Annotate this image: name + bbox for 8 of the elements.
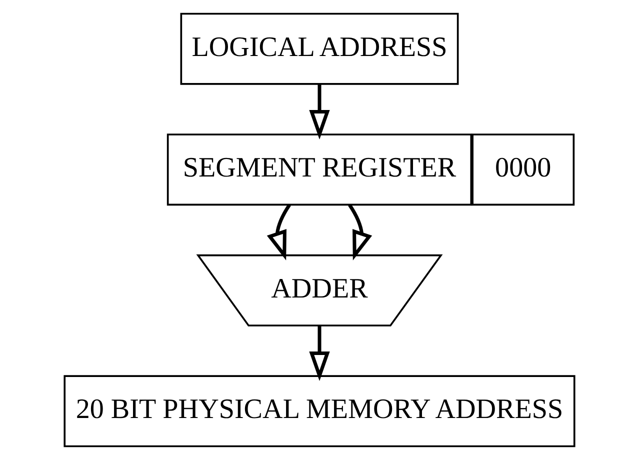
node-box: SEGMENT REGISTER xyxy=(166,134,472,206)
node-box: 0000 xyxy=(471,134,574,206)
arrow xyxy=(308,326,330,382)
arrow xyxy=(308,84,330,140)
arrow xyxy=(266,204,290,260)
node-box: 20 BIT PHYSICAL MEMORY ADDRESS xyxy=(63,375,575,448)
arrow xyxy=(348,204,372,260)
node-box: LOGICAL ADDRESS xyxy=(180,12,458,85)
